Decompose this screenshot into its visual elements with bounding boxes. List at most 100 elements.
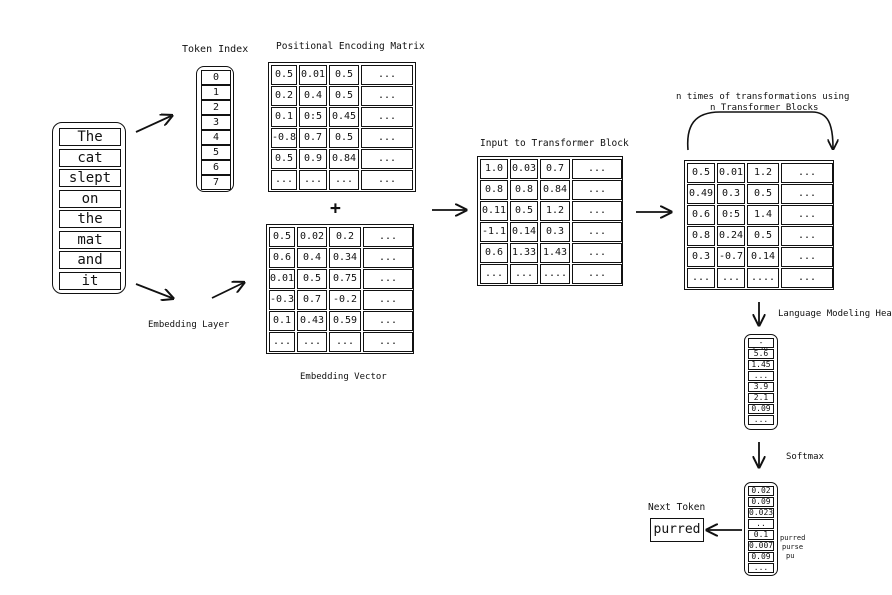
matrix-cell: 0.5 (687, 163, 715, 183)
transformer-input-title: Input to Transformer Block (480, 138, 629, 149)
input-word: it (59, 271, 121, 290)
matrix-cell: 0.01 (299, 65, 327, 85)
matrix-cell: 0.9 (299, 149, 327, 169)
matrix-cell: 0.14 (510, 222, 538, 242)
matrix-cell: 0.8 (480, 180, 508, 200)
matrix-cell: 1.2 (540, 201, 570, 221)
matrix-cell: 0.5 (329, 65, 359, 85)
matrix-cell: ... (717, 268, 745, 288)
input-word: cat (59, 148, 121, 167)
matrix-cell: 1.4 (747, 205, 779, 225)
matrix-cell: ... (329, 170, 359, 190)
matrix-cell: ... (363, 227, 413, 247)
input-word: mat (59, 230, 121, 249)
matrix-cell: ... (363, 269, 413, 289)
lm-head-title: Language Modeling Hea (778, 309, 892, 319)
input-word: The (59, 128, 121, 146)
matrix-cell: ... (297, 332, 327, 352)
matrix-cell: 0.7 (540, 159, 570, 179)
vector-cell: 0.023 (748, 508, 774, 518)
matrix-cell: ... (361, 170, 413, 190)
matrix-cell: ... (781, 205, 833, 225)
matrix-cell: 0.24 (717, 226, 745, 246)
matrix-cell: 0.6 (269, 248, 295, 268)
arrow-embedding-to-matrix (211, 283, 243, 299)
vector-cell: -e.05 (748, 338, 774, 355)
matrix-cell: 0.01 (717, 163, 745, 183)
token-index-cell: 5 (201, 145, 231, 160)
matrix-cell: 0.5 (747, 226, 779, 246)
positional-matrix-title: Positional Encoding Matrix (276, 41, 425, 52)
input-word: on (59, 189, 121, 208)
matrix-cell: 0.6 (480, 243, 508, 263)
matrix-cell: 0.01 (269, 269, 295, 289)
matrix-cell: 0.84 (540, 180, 570, 200)
matrix-cell: 0.02 (297, 227, 327, 247)
input-word: and (59, 251, 121, 269)
matrix-cell: 1.0 (480, 159, 508, 179)
matrix-cell: 0.11 (480, 201, 508, 221)
matrix-cell: ... (572, 159, 622, 179)
matrix-cell: .... (540, 264, 570, 284)
vector-cell: 2.1 (748, 393, 774, 403)
matrix-cell: ... (781, 163, 833, 183)
matrix-cell: 0:5 (299, 107, 327, 127)
token-index-cell: 3 (201, 115, 231, 130)
vector-cell: 0.09 (748, 552, 774, 562)
matrix-cell: 0.4 (299, 86, 327, 106)
matrix-cell: ... (572, 222, 622, 242)
matrix-cell: 0.5 (510, 201, 538, 221)
vector-cell: ... (748, 415, 774, 425)
embedding-vector-title: Embedding Vector (300, 372, 387, 382)
matrix-cell: 0.6 (687, 205, 715, 225)
vector-cell: 0.007 (748, 541, 774, 551)
matrix-cell: 0.3 (687, 247, 715, 267)
matrix-cell: ... (361, 86, 413, 106)
matrix-cell: 1.33 (510, 243, 538, 263)
vector-cell: 1.45 (748, 360, 774, 370)
matrix-cell: 0.7 (297, 290, 327, 310)
arrow-words-to-embedding (135, 283, 172, 298)
vector-cell: 5.6 (748, 349, 774, 359)
matrix-cell: ... (572, 243, 622, 263)
matrix-cell: ... (363, 332, 413, 352)
matrix-cell: ... (363, 311, 413, 331)
vector-cell: 0.1 (748, 530, 774, 540)
matrix-cell: 0.34 (329, 248, 361, 268)
matrix-cell: ... (361, 128, 413, 148)
matrix-cell: 0.84 (329, 149, 359, 169)
softmax-label-1: purred (780, 534, 806, 542)
token-index-cell: 1 (201, 85, 231, 100)
vector-cell: .. (748, 519, 774, 529)
transformer-loop-title-1: n times of transformations using (676, 92, 850, 102)
arrow-words-to-token (135, 116, 171, 133)
vector-cell: 0.09 (748, 404, 774, 414)
matrix-cell: 0.5 (329, 86, 359, 106)
vector-cell: ... (748, 371, 774, 381)
matrix-cell: 0.75 (329, 269, 361, 289)
token-index-cell: 0 (201, 70, 231, 85)
matrix-cell: 1.43 (540, 243, 570, 263)
loop-arrow (686, 111, 833, 150)
matrix-cell: ... (572, 180, 622, 200)
vector-cell: 0.09 (748, 497, 774, 507)
matrix-cell: 0.8 (687, 226, 715, 246)
matrix-cell: 0.5 (747, 184, 779, 204)
matrix-cell: ... (781, 184, 833, 204)
vector-cell: 0.02 (748, 486, 774, 496)
matrix-cell: ... (572, 264, 622, 284)
next-token-title: Next Token (648, 502, 706, 513)
matrix-cell: 0.8 (510, 180, 538, 200)
matrix-cell: -0.2 (329, 290, 361, 310)
matrix-cell: 1.2 (747, 163, 779, 183)
matrix-cell: 0.5 (297, 269, 327, 289)
matrix-cell: 0.14 (747, 247, 779, 267)
softmax-label-2: purse (782, 543, 804, 551)
matrix-cell: 0.5 (271, 149, 297, 169)
matrix-cell: 0.49 (687, 184, 715, 204)
matrix-cell: 0.7 (299, 128, 327, 148)
